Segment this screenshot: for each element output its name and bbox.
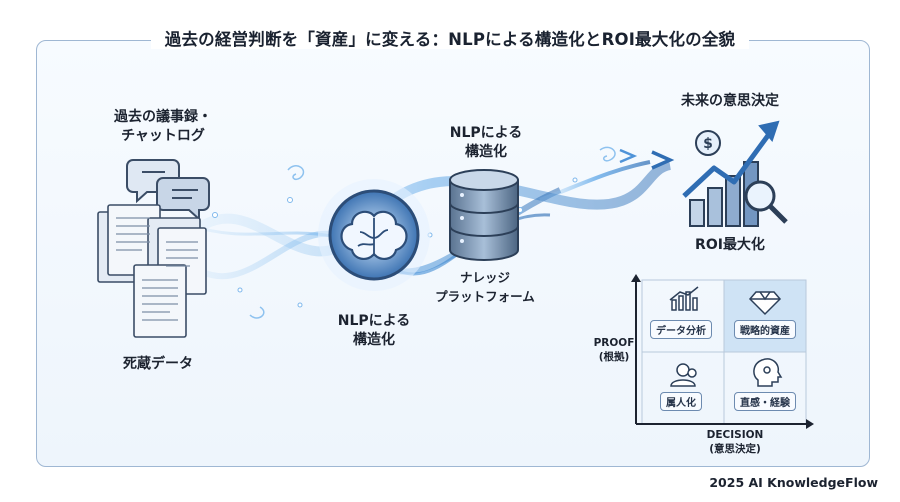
nlp-brain-icon	[318, 179, 430, 291]
svg-text:$: $	[703, 136, 713, 152]
diamond-icon	[748, 291, 782, 316]
future-decision-label: 未来の意思決定	[681, 93, 779, 109]
quadrant-strategic-asset: 戦略的資産	[734, 320, 796, 339]
decision-axis-label: DECISION (意思決定)	[706, 429, 764, 455]
proof-axis-label: PROOF (根拠)	[593, 337, 635, 363]
meeting-minutes-label: 過去の議事録・ チャットログ	[114, 109, 212, 144]
footer-credit: 2025 AI KnowledgeFlow	[709, 475, 878, 490]
intuition-head-icon	[753, 358, 783, 387]
roi-maximization-label: ROI最大化	[695, 237, 765, 253]
knowledge-platform-label: ナレッジ プラットフォーム	[435, 270, 535, 304]
swirl-decorations	[249, 146, 616, 319]
chat-bubbles-icon	[126, 159, 210, 222]
flow-arrow-chevrons	[619, 148, 675, 170]
sparkle-dots	[212, 177, 578, 308]
quadrant-data-analysis: データ分析	[650, 320, 712, 339]
person-icon	[670, 363, 697, 387]
diagram-title: 過去の経営判断を「資産」に変える：NLPによる構造化とROI最大化の全貌	[0, 26, 900, 50]
nlp-structuring-top-label: NLPによる 構造化	[449, 125, 523, 160]
document-stack-icon	[97, 204, 207, 338]
nlp-structuring-label: NLPによる 構造化	[337, 313, 411, 348]
dead-data-label: 死蔵データ	[123, 356, 193, 372]
quadrant-personalized: 属人化	[660, 392, 702, 411]
roi-growth-chart-icon: $	[682, 120, 788, 227]
quadrant-intuition-experience: 直感・経験	[734, 392, 796, 411]
data-analysis-icon	[669, 286, 699, 311]
proof-decision-matrix	[631, 274, 814, 429]
knowledge-database-icon	[449, 169, 519, 261]
matrix-highlight-cell	[724, 280, 806, 352]
